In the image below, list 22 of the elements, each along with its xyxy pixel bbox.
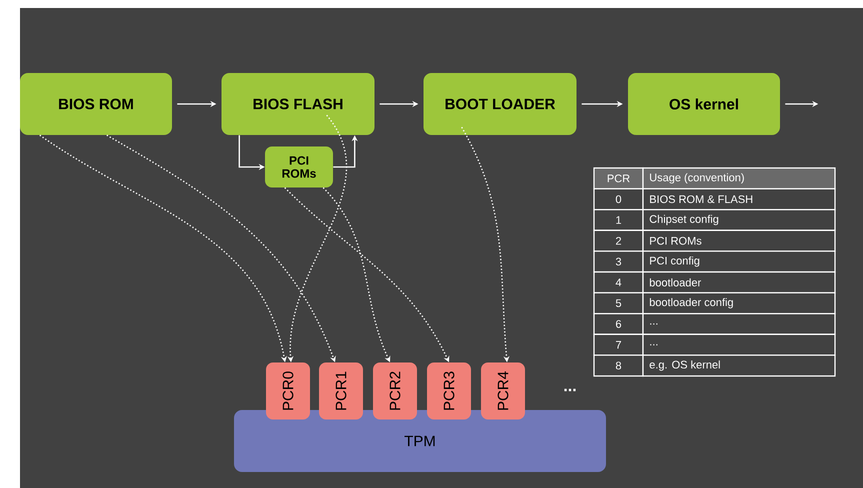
- process-box: BIOS ROM: [20, 73, 172, 135]
- table-cell: 0: [593, 188, 644, 210]
- process-box: BIOS FLASH: [222, 73, 374, 135]
- table-cell: 5: [593, 292, 644, 314]
- table-cell: 4: [593, 271, 644, 294]
- register-box: PCR0: [266, 362, 310, 420]
- table-cell: 6: [593, 313, 644, 335]
- table-cell: 1: [593, 209, 644, 231]
- chip-box: TPM: [234, 410, 606, 472]
- register-box: PCR3: [427, 362, 471, 420]
- process-box: OS kernel: [628, 73, 780, 135]
- process-box: PCI ROMs: [265, 146, 333, 188]
- register-box: PCR2: [373, 362, 417, 420]
- table-cell: 8: [593, 354, 644, 377]
- table-cell: 3: [593, 250, 644, 273]
- register-box: PCR4: [481, 362, 525, 420]
- table-cell: 2: [593, 230, 644, 252]
- table-cell: 7: [593, 334, 644, 356]
- process-box: BOOT LOADER: [424, 73, 576, 135]
- ellipsis: ...: [564, 388, 576, 392]
- register-box: PCR1: [319, 362, 363, 420]
- table-cell: PCR: [593, 167, 644, 190]
